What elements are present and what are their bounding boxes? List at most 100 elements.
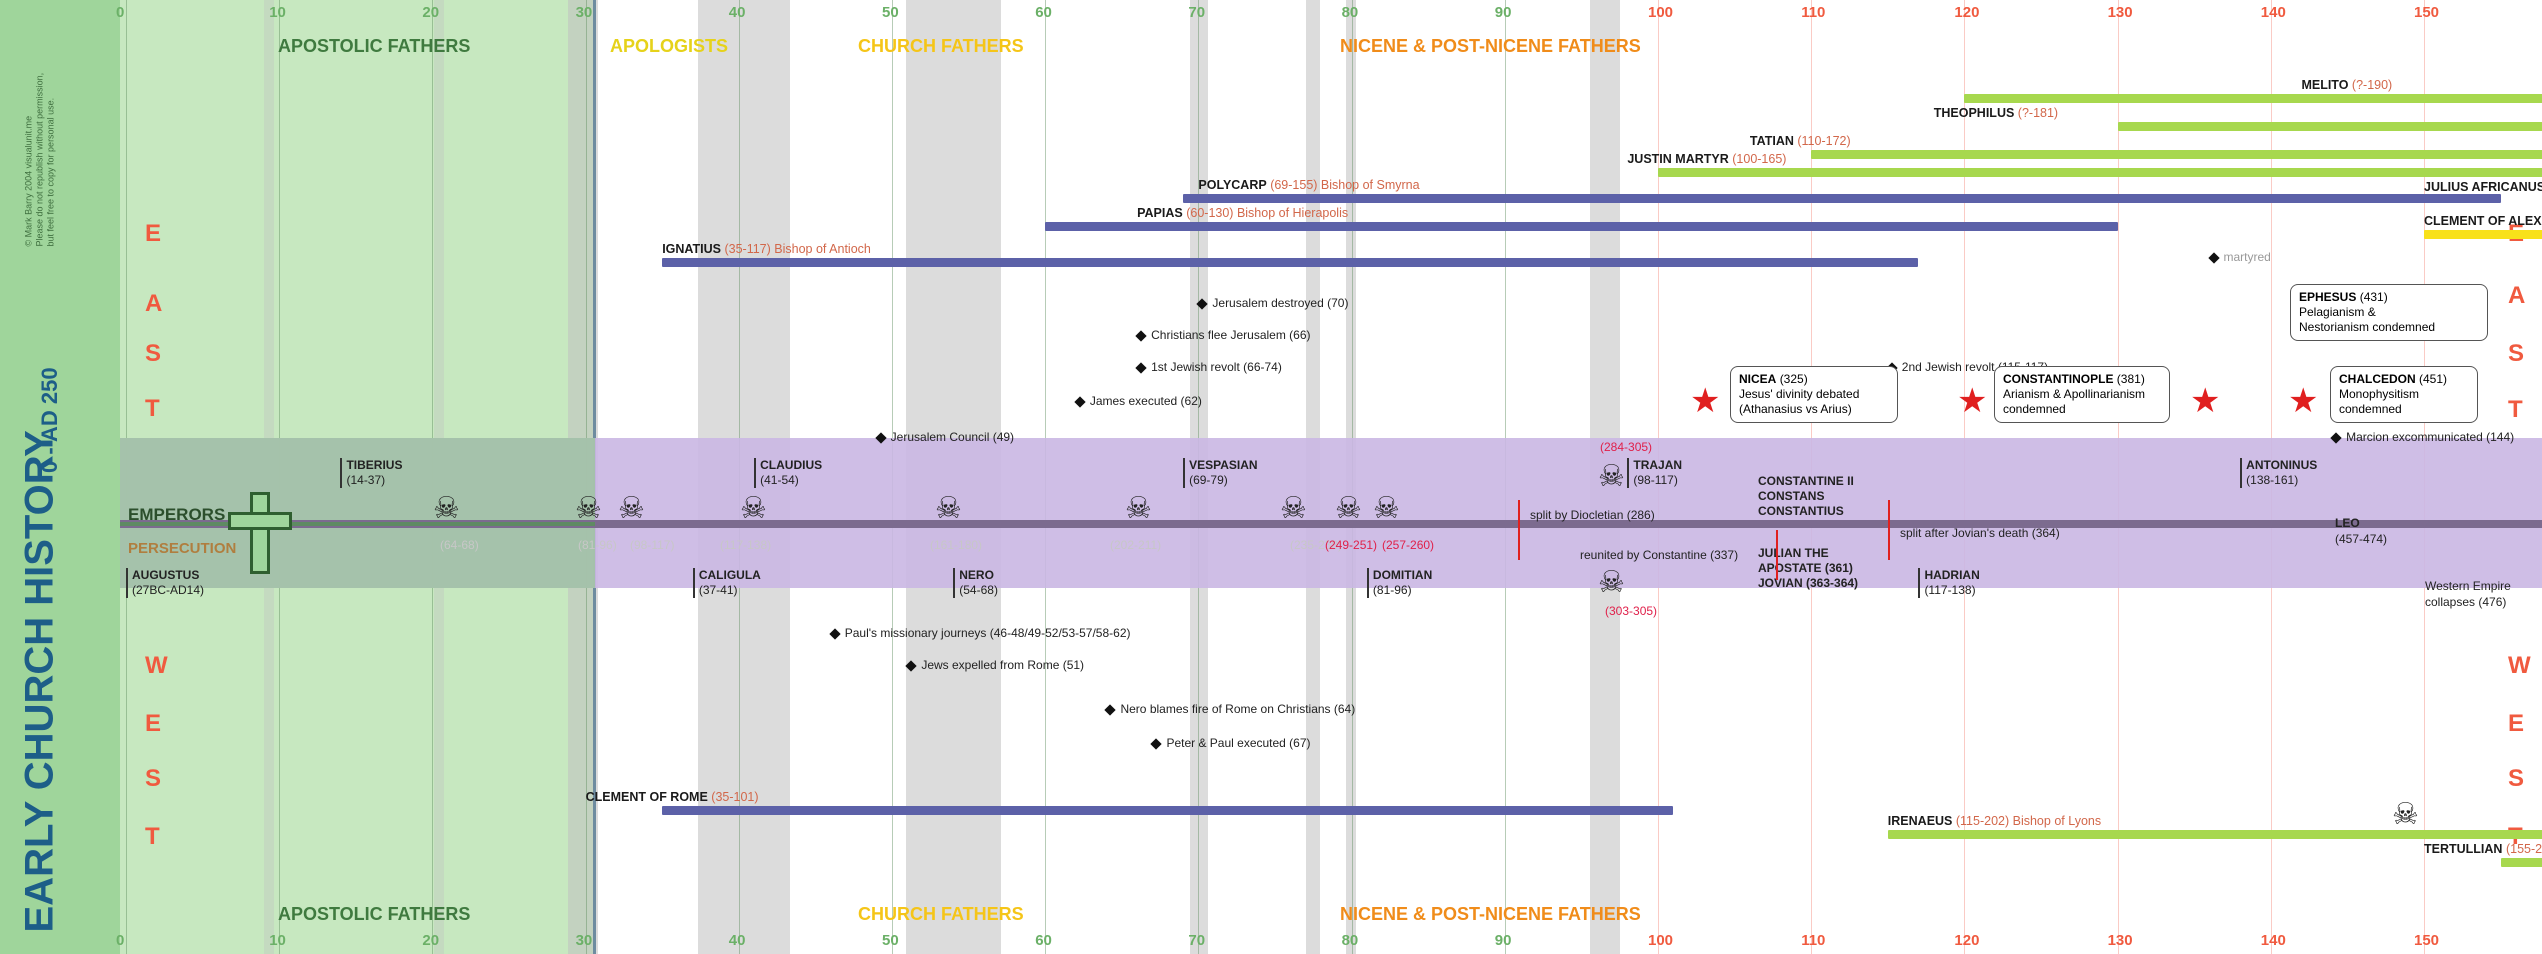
- council-text: Nestorianism condemned: [2299, 320, 2436, 334]
- skull-icon: ☠: [1280, 492, 1307, 525]
- split-diocletian: split by Diocletian (286): [1530, 508, 1655, 522]
- emperors-band-early: [120, 438, 595, 588]
- header-apostolic: APOSTOLIC FATHERS: [278, 36, 471, 56]
- emperor-name: APOSTATE (361): [1758, 561, 1853, 575]
- tick-label: 140: [2260, 932, 2286, 949]
- western-collapse-line: Western Empire: [2425, 579, 2511, 593]
- person-label: POLYCARP (69-155) Bishop of Smyrna: [1198, 178, 1419, 192]
- side-letter: A: [145, 290, 163, 317]
- council-star-icon: ★: [2190, 382, 2221, 420]
- emperors-label: EMPERORS: [128, 505, 226, 524]
- skull-icon: ☠: [1598, 460, 1625, 493]
- side-letter: W: [145, 652, 168, 679]
- person-name: MELITO: [2301, 78, 2349, 92]
- skull-icon: ☠: [1373, 492, 1400, 525]
- persecution-date: (257-260): [1382, 538, 1435, 552]
- side-letter: T: [145, 823, 160, 850]
- emperor-name: DOMITIAN: [1372, 568, 1433, 582]
- event-text: James executed (62): [1089, 394, 1202, 408]
- person-label: JULIUS AFRICANUS (160-240): [2424, 180, 2542, 194]
- emperor-name: TIBERIUS: [346, 458, 403, 472]
- emperor-name: NERO: [959, 568, 994, 582]
- event-marker-icon: [1135, 330, 1147, 342]
- west-event: Jews expelled from Rome (51): [905, 658, 1084, 672]
- persecution-date: (81-96): [578, 538, 617, 552]
- tick-label: 90: [1494, 4, 1512, 21]
- tick-label: 60: [1035, 932, 1052, 949]
- person-bar: [1887, 830, 2542, 839]
- tick-label: 20: [422, 932, 440, 949]
- event-text: Marcion excommunicated (144): [2346, 430, 2515, 444]
- event-marker-icon: [2330, 432, 2342, 444]
- tick-label: 70: [1188, 4, 1206, 21]
- event-marker-icon: [1196, 298, 1209, 310]
- split-jovian: split after Jovian's death (364): [1900, 526, 2060, 540]
- martyred-note: martyred: [2207, 250, 2271, 264]
- emperor-name: AUGUSTUS: [132, 568, 200, 582]
- tick-label: 20: [422, 4, 440, 21]
- emperor-name: JULIAN THE: [1758, 546, 1829, 560]
- emperor-bottom: AUGUSTUS(27BC-AD14): [126, 568, 204, 598]
- skull-icon: ☠: [618, 492, 645, 525]
- tick-label: 10: [269, 4, 286, 21]
- skull-icon: ☠: [1335, 492, 1362, 525]
- reunited-constantine: reunited by Constantine (337): [1580, 548, 1739, 562]
- side-letter: S: [145, 765, 162, 792]
- header-apologists: APOLOGISTS: [610, 36, 729, 56]
- event-text: Nero blames fire of Rome on Christians (…: [1120, 702, 1356, 716]
- persecution-date: (202-211): [1110, 538, 1162, 552]
- person-bar: [662, 258, 1919, 267]
- side-letter: E: [145, 220, 162, 247]
- tick-label: 70: [1188, 932, 1206, 949]
- emperor-dates: (98-117): [1633, 473, 1678, 487]
- tick-label: 140: [2260, 4, 2286, 21]
- event-marker-icon: [1150, 738, 1163, 750]
- person-bar: [1658, 168, 2542, 177]
- emperor-leo-dates: (457-474): [2335, 532, 2388, 546]
- council-name: CONSTANTINOPLE: [2003, 372, 2114, 386]
- person-name: POLYCARP: [1198, 178, 1267, 192]
- event-marker-icon: [829, 628, 841, 640]
- tick-label: 40: [728, 4, 746, 21]
- chart-subtitle: 0 - AD 250: [37, 367, 62, 473]
- tick-label: 0: [116, 932, 125, 949]
- side-letter: E: [145, 710, 162, 737]
- east-event: James executed (62): [1074, 394, 1202, 408]
- person-label: THEOPHILUS (?-181): [1934, 106, 2058, 120]
- event-marker-icon: [905, 660, 917, 672]
- council-star-icon: ★: [1957, 382, 1988, 420]
- emperor-top: TIBERIUS(14-37): [340, 458, 402, 488]
- tick-label: 110: [1801, 932, 1826, 949]
- person-name: TERTULLIAN: [2424, 842, 2503, 856]
- event-marker-icon: [875, 432, 887, 444]
- person-bar: [1045, 222, 2118, 231]
- event-text: Jerusalem destroyed (70): [1212, 296, 1349, 310]
- east-event: 1st Jewish revolt (66-74): [1135, 360, 1282, 374]
- event-text: Peter & Paul executed (67): [1166, 736, 1311, 750]
- split-arrow: [1518, 500, 1520, 560]
- council-text: Jesus' divinity debated: [1739, 387, 1860, 401]
- cross-icon-arm: [228, 512, 292, 530]
- emperor-leo: LEO: [2335, 516, 2360, 530]
- tick-label: 130: [2107, 932, 2133, 949]
- person-name: CLEMENT OF ROME: [585, 790, 708, 804]
- council-name: EPHESUS: [2299, 290, 2357, 304]
- council-year: (431): [2359, 290, 2388, 304]
- header-nicene-bottom: NICENE & POST-NICENE FATHERS: [1340, 904, 1641, 924]
- emperor-top: ANTONINUS(138-161): [2240, 458, 2317, 488]
- event-marker-icon: [1104, 704, 1117, 716]
- persecution-line: [120, 520, 2542, 528]
- east-event: Jerusalem destroyed (70): [1196, 296, 1349, 310]
- tick-label: 100: [1648, 4, 1674, 21]
- person-dates: (69-155) Bishop of Smyrna: [1270, 178, 1420, 192]
- tick-label: 0: [116, 4, 125, 21]
- side-letter: S: [145, 340, 162, 367]
- event-marker-icon: [1135, 362, 1147, 374]
- persecution-date: (235-238): [1290, 538, 1343, 552]
- skull-icon: ☠: [935, 492, 962, 525]
- tick-label: 50: [882, 932, 899, 949]
- person-dates: (110-172): [1797, 134, 1851, 148]
- tick-label: 40: [728, 932, 746, 949]
- side-letter: S: [2508, 340, 2525, 367]
